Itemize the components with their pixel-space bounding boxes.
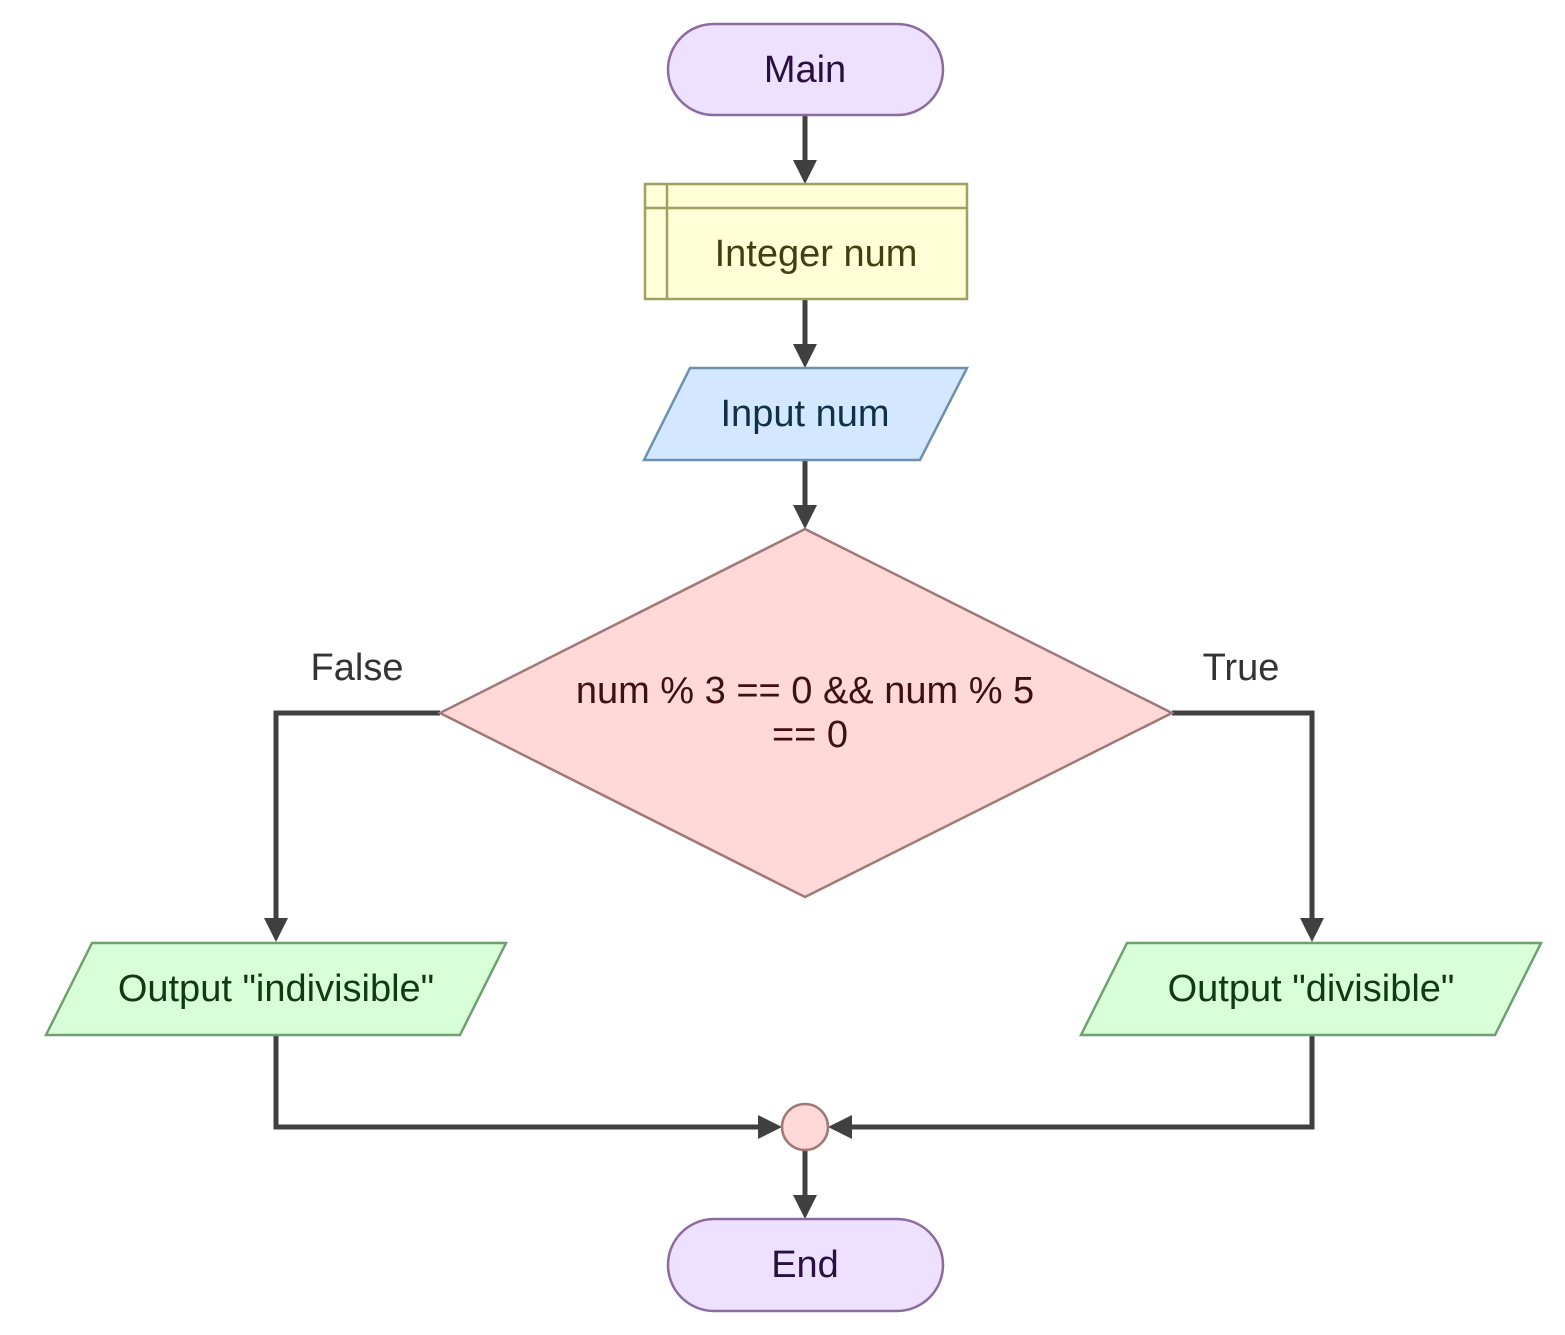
start-terminal-shape [666,22,945,117]
start-label: Main [764,49,846,91]
end-terminal-shape [666,1217,945,1313]
arrowhead-input [793,344,817,368]
branch-true-label: True [1203,647,1280,689]
decision-node: num % 3 == 0 && num % 5 == 0 [437,527,1175,899]
junction-circle [780,1102,830,1152]
output-false-node: Output "indivisible" [43,941,509,1037]
input-node: Input num [641,366,970,462]
arrowhead-output-true [1300,918,1324,942]
output-false-parallelogram [43,941,509,1037]
output-true-node: Output "divisible" [1078,941,1544,1037]
end-label: End [771,1244,839,1286]
output-true-parallelogram [1078,941,1544,1037]
arrowhead-declare [793,160,817,184]
input-label: Input num [721,393,890,435]
arrowhead-junction-left [758,1115,782,1139]
branch-false-label: False [311,647,404,689]
arrowhead-end [793,1195,817,1219]
edge-output-false-to-junction [273,1035,760,1130]
output-false-label: Output "indivisible" [118,968,434,1010]
edge-true-branch [1172,710,1315,920]
arrowhead-junction-right [828,1115,852,1139]
edges [264,115,1324,1219]
output-true-label: Output "divisible" [1168,968,1455,1010]
declare-node: Integer num [643,182,969,301]
edge-false-branch [273,710,440,920]
declare-label: Integer num [715,233,918,275]
start-node: Main [666,22,945,117]
end-node: End [666,1217,945,1313]
arrowhead-output-false [264,918,288,942]
declare-shape [643,182,969,301]
arrowhead-decision [793,505,817,529]
edge-output-true-to-junction [850,1035,1315,1130]
decision-label-line2: == 0 [772,714,848,756]
input-parallelogram [641,366,970,462]
decision-diamond [437,527,1175,899]
decision-label-line1: num % 3 == 0 && num % 5 [576,670,1034,712]
